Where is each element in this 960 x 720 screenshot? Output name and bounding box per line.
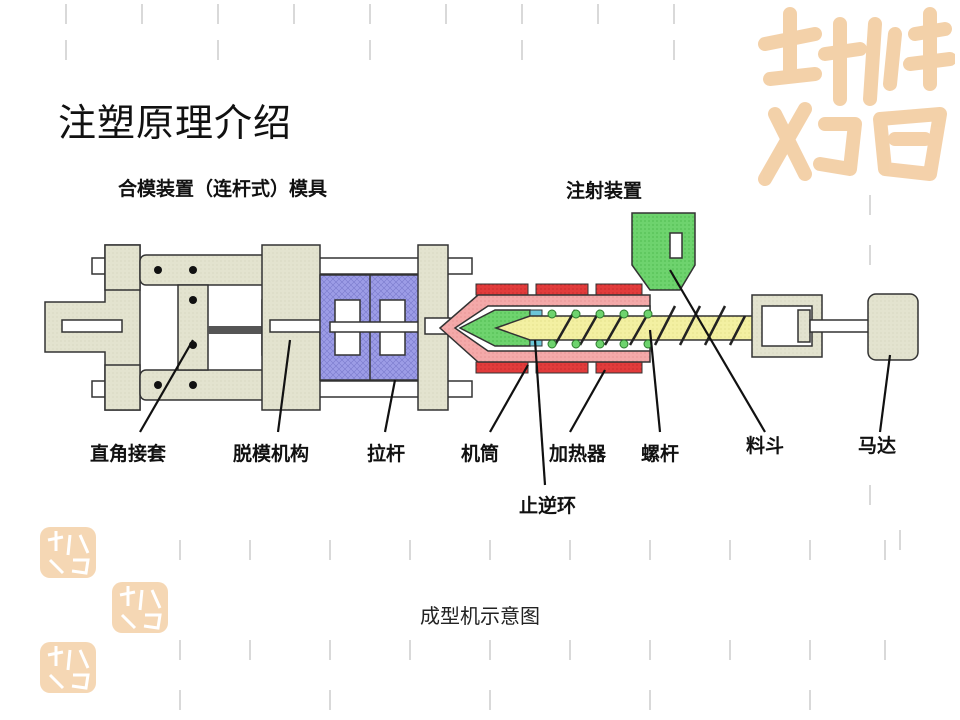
slide-title: 注塑原理介绍 bbox=[58, 101, 293, 145]
injection-molding-diagram: 合模装置（连杆式）模具 注射装置 bbox=[44, 177, 919, 517]
label-hopper: 料斗 bbox=[746, 434, 784, 457]
label-toggle: 直角接套 bbox=[90, 442, 167, 465]
seal-logo-small bbox=[40, 642, 96, 693]
seal-logo-small bbox=[40, 527, 96, 578]
label-barrel: 机筒 bbox=[461, 442, 499, 465]
label-ejector: 脱模机构 bbox=[233, 442, 309, 465]
figure-caption: 成型机示意图 bbox=[420, 604, 540, 628]
hopper bbox=[631, 212, 696, 291]
injection-cylinder bbox=[751, 294, 871, 358]
screw bbox=[493, 305, 756, 349]
rear-platen bbox=[44, 244, 141, 411]
label-check-ring: 止逆环 bbox=[519, 494, 576, 517]
clamping-unit-label: 合模装置（连杆式）模具 bbox=[118, 177, 327, 200]
label-motor: 马达 bbox=[858, 434, 896, 457]
mold bbox=[319, 274, 431, 381]
seal-logo-small bbox=[112, 582, 168, 633]
moving-platen bbox=[261, 244, 327, 411]
motor bbox=[867, 293, 919, 361]
heater-bands bbox=[475, 283, 643, 374]
label-tie-bar: 拉杆 bbox=[367, 442, 405, 465]
leader-lines bbox=[139, 269, 892, 486]
auspicious-seal-logo bbox=[758, 7, 955, 186]
injection-unit-label: 注射装置 bbox=[566, 179, 642, 202]
label-screw: 螺杆 bbox=[641, 442, 679, 465]
label-heater: 加热器 bbox=[548, 442, 607, 465]
